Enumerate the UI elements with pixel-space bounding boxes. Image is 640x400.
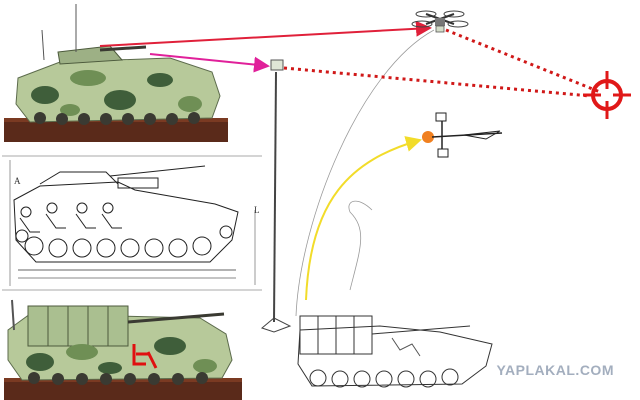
ifv-model-bottom — [4, 299, 242, 400]
drawing-roadwheels — [15, 225, 233, 258]
dimension-label-l: L — [254, 205, 260, 215]
ifv-main-gun-bottom — [127, 312, 225, 324]
drawing-hull-outline — [13, 181, 239, 263]
sensor-mast — [260, 59, 292, 333]
display-pedestal-bottom — [4, 378, 242, 400]
quadcopter-drone-icon — [411, 10, 469, 33]
vehicle-to-mast-arrow — [149, 53, 270, 73]
mast-sensor-head-icon — [270, 59, 284, 71]
drone-to-target-link — [445, 28, 601, 94]
sketch-vehicle — [297, 315, 493, 388]
vehicle-to-drone-arrow — [99, 20, 432, 47]
drawing-crew-figures — [19, 202, 122, 233]
ifv-model-top — [4, 4, 228, 142]
mast-to-target-link — [283, 66, 591, 98]
ifv-launcher-box-module — [27, 305, 129, 347]
red-annotation-mark — [132, 344, 158, 369]
interceptor-flight-path — [305, 136, 422, 301]
guide-curves — [295, 29, 435, 317]
ifv-main-gun-top — [99, 45, 147, 52]
site-watermark: YAPLAKAL.COM — [496, 362, 614, 378]
crosshair-target-icon — [583, 71, 631, 119]
interceptor-drone-icon — [422, 112, 503, 158]
ifv-technical-drawing — [2, 155, 262, 291]
dimension-label-a: A — [14, 176, 21, 186]
drawing-main-gun — [109, 165, 206, 177]
drawing-turret — [39, 171, 119, 185]
